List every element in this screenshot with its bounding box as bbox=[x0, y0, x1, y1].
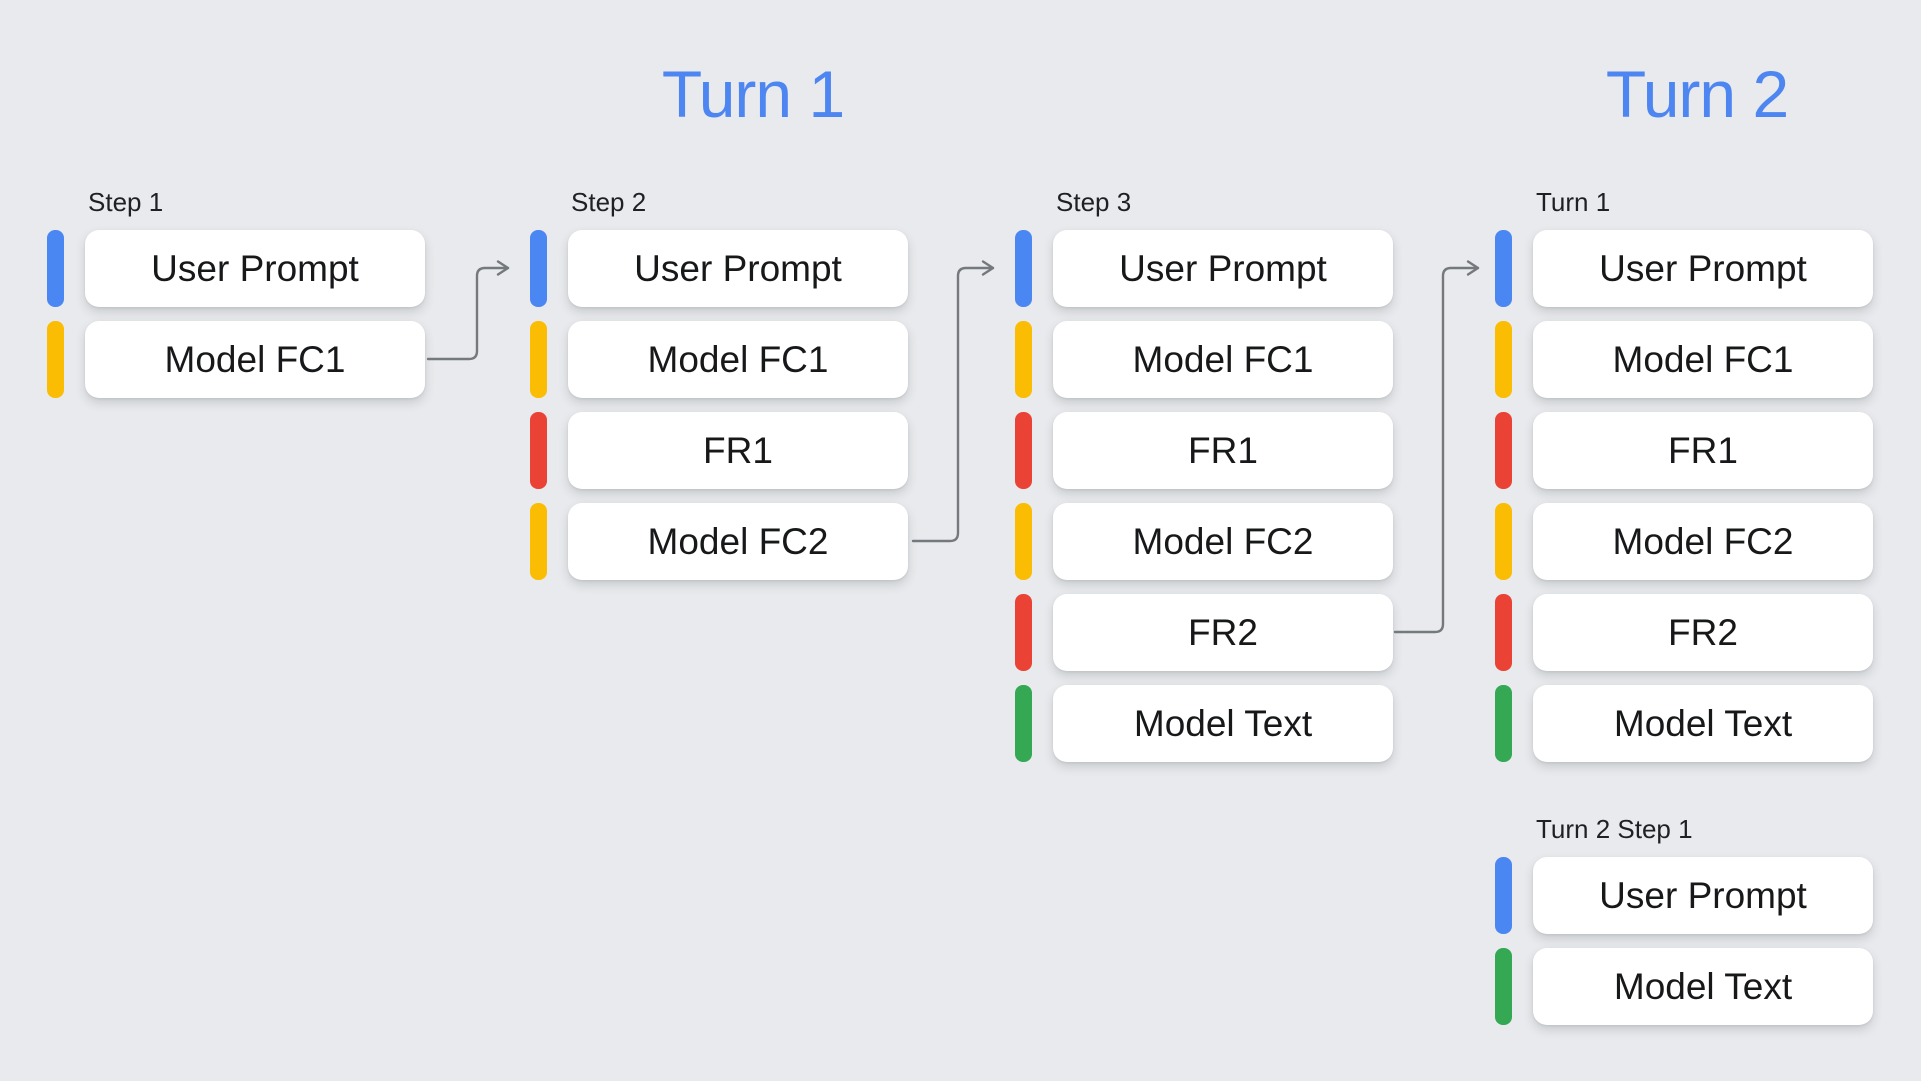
user-prompt-chip: User Prompt bbox=[1533, 857, 1873, 934]
model-fc2-chip: Model FC2 bbox=[568, 503, 908, 580]
model-fc-color-bar bbox=[1495, 503, 1512, 580]
message-row-model-fc1: Model FC1 bbox=[47, 321, 425, 398]
message-row-model-fc2: Model FC2 bbox=[1015, 503, 1393, 580]
function-response-color-bar bbox=[530, 412, 547, 489]
step-1-group: Step 1 User Prompt Model FC1 bbox=[47, 187, 425, 412]
model-text-chip: Model Text bbox=[1533, 685, 1873, 762]
model-fc-color-bar bbox=[1015, 503, 1032, 580]
user-prompt-chip: User Prompt bbox=[568, 230, 908, 307]
message-row-user-prompt: User Prompt bbox=[1495, 230, 1873, 307]
model-fc1-chip: Model FC1 bbox=[1533, 321, 1873, 398]
message-row-model-text: Model Text bbox=[1495, 685, 1873, 762]
message-row-model-text: Model Text bbox=[1015, 685, 1393, 762]
turn-2-heading: Turn 2 bbox=[1605, 57, 1789, 131]
fr1-chip: FR1 bbox=[568, 412, 908, 489]
user-prompt-color-bar bbox=[1015, 230, 1032, 307]
message-row-fr1: FR1 bbox=[1015, 412, 1393, 489]
function-response-color-bar bbox=[1015, 412, 1032, 489]
fr1-chip: FR1 bbox=[1053, 412, 1393, 489]
arrow-step1-to-step2 bbox=[426, 260, 510, 361]
function-response-color-bar bbox=[1495, 594, 1512, 671]
model-fc1-chip: Model FC1 bbox=[568, 321, 908, 398]
message-row-user-prompt: User Prompt bbox=[1015, 230, 1393, 307]
message-row-model-fc2: Model FC2 bbox=[1495, 503, 1873, 580]
model-text-color-bar bbox=[1015, 685, 1032, 762]
step-3-label: Step 3 bbox=[1056, 187, 1132, 217]
user-prompt-color-bar bbox=[530, 230, 547, 307]
model-text-chip: Model Text bbox=[1533, 948, 1873, 1025]
message-row-model-fc1: Model FC1 bbox=[1015, 321, 1393, 398]
model-fc2-chip: Model FC2 bbox=[1533, 503, 1873, 580]
user-prompt-color-bar bbox=[47, 230, 64, 307]
model-fc1-chip: Model FC1 bbox=[85, 321, 425, 398]
model-fc-color-bar bbox=[1015, 321, 1032, 398]
message-row-model-fc1: Model FC1 bbox=[530, 321, 908, 398]
message-row-user-prompt: User Prompt bbox=[47, 230, 425, 307]
user-prompt-chip: User Prompt bbox=[85, 230, 425, 307]
fr2-chip: FR2 bbox=[1053, 594, 1393, 671]
turn-2-step-1-label: Turn 2 Step 1 bbox=[1536, 814, 1693, 844]
arrow-step2-to-step3 bbox=[911, 260, 995, 543]
step-3-group: Step 3 User Prompt Model FC1 FR1 Model F… bbox=[1015, 187, 1393, 776]
function-response-color-bar bbox=[1015, 594, 1032, 671]
step-1-label: Step 1 bbox=[88, 187, 164, 217]
message-row-model-text: Model Text bbox=[1495, 948, 1873, 1025]
message-row-fr1: FR1 bbox=[1495, 412, 1873, 489]
turn-1-history-label: Turn 1 bbox=[1536, 187, 1611, 217]
arrow-step3-to-turn1 bbox=[1393, 260, 1480, 634]
function-response-color-bar bbox=[1495, 412, 1512, 489]
user-prompt-chip: User Prompt bbox=[1533, 230, 1873, 307]
model-fc-color-bar bbox=[1495, 321, 1512, 398]
model-fc-color-bar bbox=[530, 503, 547, 580]
user-prompt-chip: User Prompt bbox=[1053, 230, 1393, 307]
user-prompt-color-bar bbox=[1495, 857, 1512, 934]
message-row-user-prompt: User Prompt bbox=[530, 230, 908, 307]
message-row-fr1: FR1 bbox=[530, 412, 908, 489]
message-row-user-prompt: User Prompt bbox=[1495, 857, 1873, 934]
turn-1-heading: Turn 1 bbox=[661, 57, 845, 131]
fr1-chip: FR1 bbox=[1533, 412, 1873, 489]
model-fc1-chip: Model FC1 bbox=[1053, 321, 1393, 398]
model-fc2-chip: Model FC2 bbox=[1053, 503, 1393, 580]
model-text-chip: Model Text bbox=[1053, 685, 1393, 762]
message-row-model-fc1: Model FC1 bbox=[1495, 321, 1873, 398]
model-fc-color-bar bbox=[47, 321, 64, 398]
turn-2-step-1-group: Turn 2 Step 1 User Prompt Model Text bbox=[1495, 814, 1873, 1039]
step-2-label: Step 2 bbox=[571, 187, 647, 217]
turn-1-history-group: Turn 1 User Prompt Model FC1 FR1 Model F… bbox=[1495, 187, 1873, 776]
message-row-fr2: FR2 bbox=[1015, 594, 1393, 671]
fr2-chip: FR2 bbox=[1533, 594, 1873, 671]
message-row-fr2: FR2 bbox=[1495, 594, 1873, 671]
model-text-color-bar bbox=[1495, 685, 1512, 762]
step-2-group: Step 2 User Prompt Model FC1 FR1 Model F… bbox=[530, 187, 908, 594]
user-prompt-color-bar bbox=[1495, 230, 1512, 307]
model-text-color-bar bbox=[1495, 948, 1512, 1025]
message-row-model-fc2: Model FC2 bbox=[530, 503, 908, 580]
model-fc-color-bar bbox=[530, 321, 547, 398]
